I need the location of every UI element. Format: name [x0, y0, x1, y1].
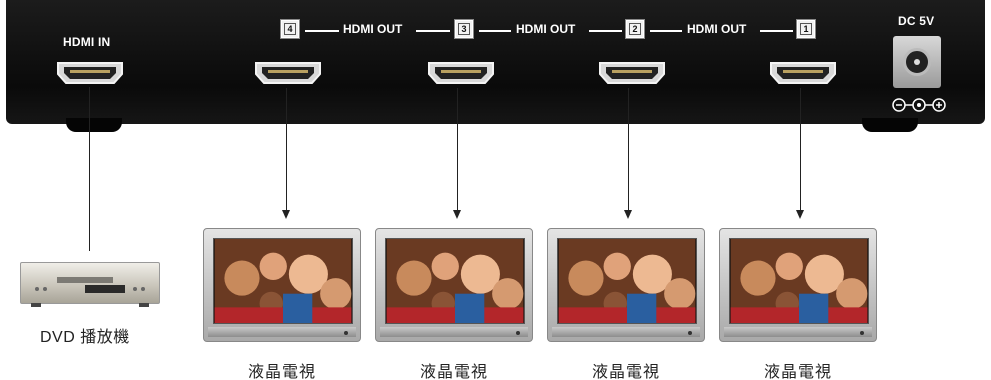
chassis-foot — [862, 118, 918, 132]
label-divider — [760, 30, 793, 32]
label-divider — [589, 30, 622, 32]
dc-power-jack-icon — [893, 36, 941, 88]
hdmi-out-port-4-icon — [255, 62, 321, 84]
label-divider — [305, 30, 339, 32]
input-connection-line — [89, 87, 90, 251]
tv-caption: 液晶電視 — [420, 364, 489, 380]
output-number-3-badge: 3 — [454, 19, 474, 39]
lcd-tv-icon — [203, 228, 361, 342]
output-number-4-badge: 4 — [280, 19, 300, 39]
arrow-down-icon — [624, 210, 632, 219]
output-connection-line — [286, 88, 287, 213]
label-divider — [650, 30, 682, 32]
arrow-down-icon — [453, 210, 461, 219]
hdmi-out-port-2-icon — [599, 62, 665, 84]
label-divider — [416, 30, 450, 32]
chassis-foot — [66, 118, 122, 132]
lcd-tv-icon — [719, 228, 877, 342]
output-connection-line — [628, 88, 629, 213]
output-connection-line — [800, 88, 801, 213]
output-number-2-badge: 2 — [625, 19, 645, 39]
hdmi-out-port-1-icon — [770, 62, 836, 84]
arrow-down-icon — [796, 210, 804, 219]
lcd-tv-icon — [547, 228, 705, 342]
hdmi-in-label: HDMI IN — [63, 35, 111, 49]
lcd-tv-icon — [375, 228, 533, 342]
output-connection-line — [457, 88, 458, 213]
hdmi-out-label: HDMI OUT — [687, 22, 747, 36]
tv-screen-picture — [557, 238, 697, 324]
tv-caption: 液晶電視 — [764, 364, 833, 380]
tv-screen-picture — [385, 238, 525, 324]
dvd-player-caption: DVD 播放機 — [40, 329, 130, 346]
label-divider — [479, 30, 511, 32]
tv-screen-picture — [729, 238, 869, 324]
hdmi-out-label: HDMI OUT — [343, 22, 403, 36]
tv-caption: 液晶電視 — [248, 364, 317, 380]
polarity-symbol-icon — [892, 98, 946, 112]
dvd-player-icon — [20, 262, 160, 307]
hdmi-out-label: HDMI OUT — [516, 22, 576, 36]
hdmi-in-port-icon — [57, 62, 123, 84]
dc-power-label: DC 5V — [898, 14, 935, 28]
tv-caption: 液晶電視 — [592, 364, 661, 380]
hdmi-out-port-3-icon — [428, 62, 494, 84]
tv-screen-picture — [213, 238, 353, 324]
output-number-1-badge: 1 — [796, 19, 816, 39]
arrow-down-icon — [282, 210, 290, 219]
